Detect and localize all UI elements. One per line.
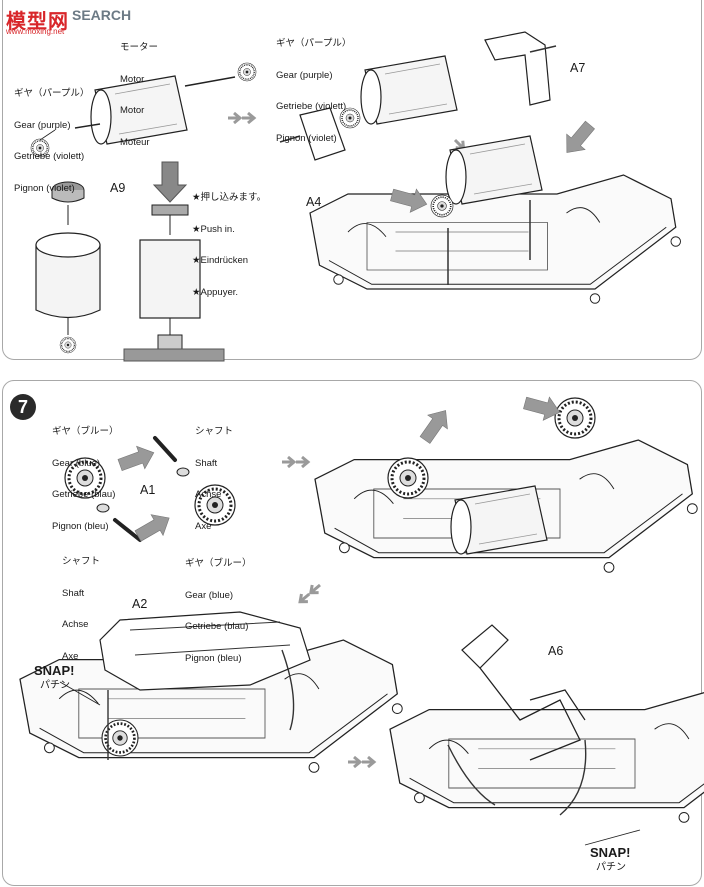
label-line-en: Shaft [195,457,218,469]
label-push-in: ★押し込みます。 ★Push in. ★Eindrücken ★Appuyer. [192,172,266,309]
label-line-fr: Pignon (bleu) [185,652,242,664]
label-motor: モーター Motor Motor Moteur [120,22,158,159]
label-line-en: ★Push in. [192,223,235,235]
label-gear-purple-top: ギヤ（パープル） Gear (purple) Getriebe (violett… [276,18,351,155]
watermark-url: www.moxing.net [6,27,65,36]
label-line-fr: Pignon (bleu) [52,520,109,532]
label-shaft-top: シャフト Shaft Achse Axe [195,406,233,543]
label-line-jp: ギヤ（パープル） [14,88,90,99]
label-line-jp: ギヤ（パープル） [276,38,352,49]
snap-label-right: SNAP! [590,845,631,860]
label-shaft-bottom: シャフト Shaft Achse Axe [62,536,100,673]
label-line-en: Motor [120,73,145,85]
label-gear-blue-top: ギヤ（ブルー） Gear (blue) Getriebe (blau) Pign… [52,406,119,543]
label-line-jp: シャフト [195,426,234,437]
label-line-jp: モーター [120,42,159,53]
label-gear-blue-bottom: ギヤ（ブルー） Gear (blue) Getriebe (blau) Pign… [185,538,252,675]
label-line-de: Getriebe (blau) [185,621,249,632]
label-line-fr: Axe [195,520,212,532]
snap-label-right-jp: パチン [596,862,626,873]
label-line-de: Getriebe (blau) [52,489,116,500]
part-label-a2: A2 [132,597,148,611]
label-line-de: Achse [62,619,89,630]
label-line-de: Motor [120,105,145,116]
label-line-fr: ★Appuyer. [192,286,239,298]
snap-label-left-jp: パチン [40,680,70,691]
label-line-jp: ギヤ（ブルー） [185,558,252,569]
label-gear-purple-left: ギヤ（パープル） Gear (purple) Getriebe (violett… [14,68,89,205]
label-line-jp: ★押し込みます。 [192,192,267,203]
label-line-en: Shaft [62,587,85,599]
label-line-fr: Pignon (violet) [14,182,75,194]
label-line-en: Gear (purple) [276,69,333,81]
label-line-en: Gear (blue) [52,457,101,469]
step-number-badge: 7 [10,394,36,420]
part-label-a1: A1 [140,483,156,497]
label-line-fr: Pignon (violet) [276,132,337,144]
label-line-en: Gear (purple) [14,119,71,131]
top-step-panel [2,0,702,360]
part-label-a7: A7 [570,61,586,75]
label-line-de: Getriebe (violett) [14,151,85,162]
label-line-en: Gear (blue) [185,589,234,601]
label-line-de: Achse [195,489,222,500]
watermark-word: SEARCH [72,7,132,23]
snap-label-left: SNAP! [34,663,75,678]
label-line-de: Getriebe (violett) [276,101,347,112]
part-label-a6: A6 [548,644,564,658]
label-line-jp: シャフト [62,556,101,567]
label-line-fr: Moteur [120,136,150,148]
label-line-de: ★Eindrücken [192,255,249,266]
part-label-a4: A4 [306,195,322,209]
watermark-mark: 模型网 [6,11,69,33]
part-label-a9: A9 [110,181,126,195]
step-7-panel [2,380,702,886]
label-line-fr: Axe [62,650,79,662]
label-line-jp: ギヤ（ブルー） [52,426,119,437]
site-watermark-logo: 模型网 SEARCH www.moxing.net [6,3,176,37]
